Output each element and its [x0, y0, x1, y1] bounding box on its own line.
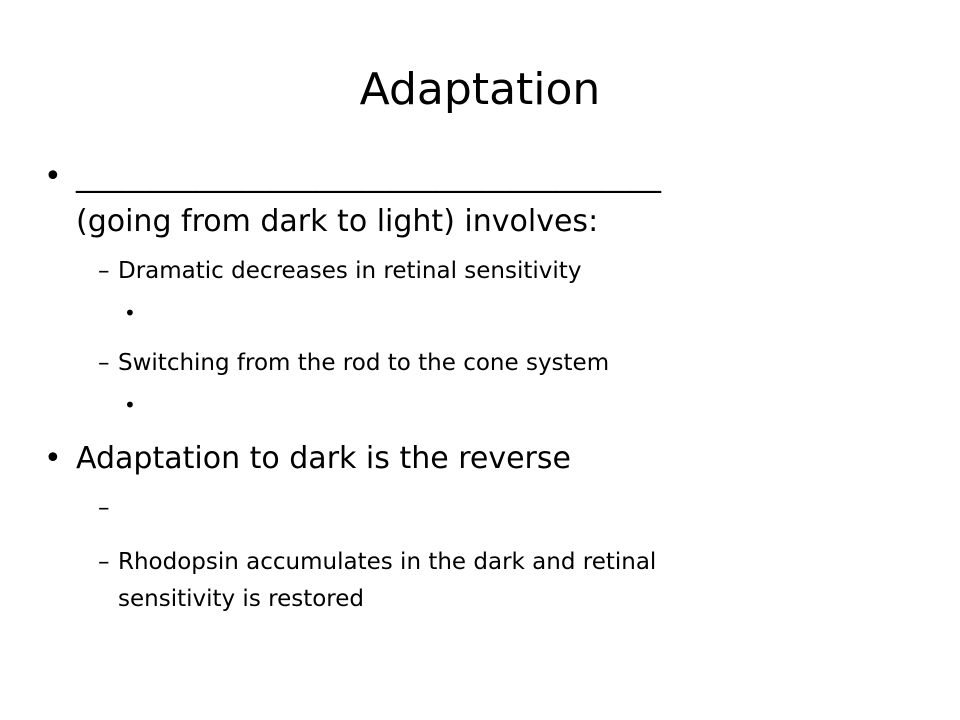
bullet-marker: •: [44, 159, 62, 194]
subitem-rod-to-cone: Switching from the rod to the cone syste…: [118, 350, 610, 376]
subitem-rhodopsin-line-1: Rhodopsin accumulates in the dark and re…: [118, 549, 657, 575]
subitem-rhodopsin-line-2: sensitivity is restored: [118, 586, 364, 612]
empty-sub-bullet: •: [124, 393, 136, 417]
bullet-1-continuation: (going from dark to light) involves:: [76, 204, 599, 239]
slide-title: Adaptation: [359, 64, 601, 115]
dash-marker: –: [98, 549, 110, 575]
fill-in-blank-line: _______________________________________: [76, 159, 661, 194]
dash-marker: –: [98, 495, 110, 521]
subitem-retinal-sensitivity: Dramatic decreases in retinal sensitivit…: [118, 258, 582, 284]
dash-marker: –: [98, 350, 110, 376]
empty-sub-bullet: •: [124, 301, 136, 325]
bullet-2-text: Adaptation to dark is the reverse: [76, 441, 571, 476]
dash-marker: –: [98, 258, 110, 284]
bullet-marker: •: [44, 441, 62, 476]
